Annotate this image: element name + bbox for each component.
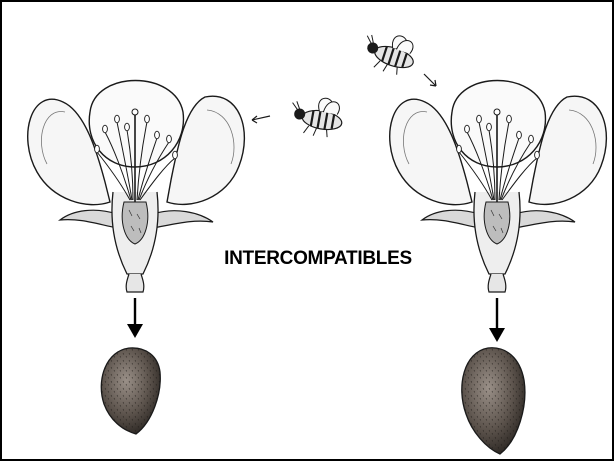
almond-icon (101, 348, 160, 434)
bee-icon (288, 93, 346, 141)
compatibility-label: INTERCOMPATIBLES (198, 248, 438, 270)
arrow-down-icon (489, 298, 505, 342)
almond-icon (462, 348, 525, 454)
bee-icon (358, 26, 420, 79)
arrow-down-icon (127, 298, 143, 338)
